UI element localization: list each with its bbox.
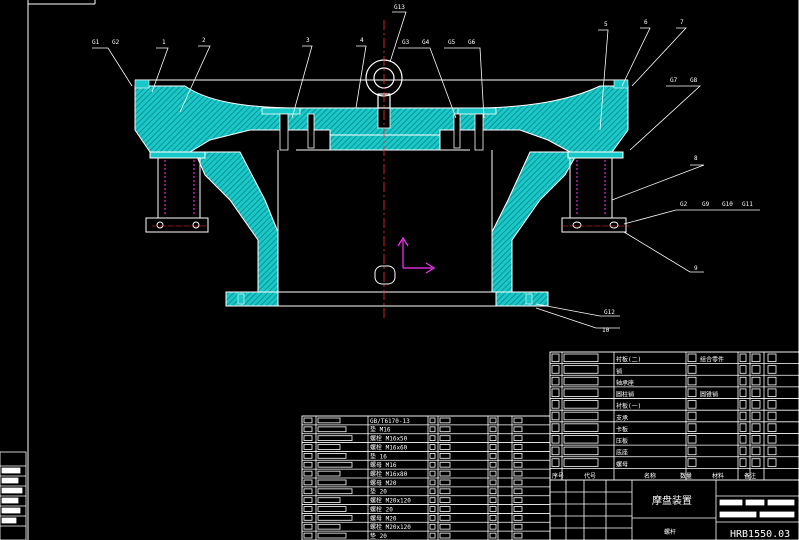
bom-left-row: 螺栓 20: [303, 505, 523, 513]
bom-right-row: 衬板(一): [551, 400, 777, 410]
left-support-arm: [194, 151, 279, 293]
center-cylinder: [277, 134, 493, 292]
bom-right-cell: 销: [616, 367, 622, 375]
bom-right-cell: 螺母: [616, 460, 628, 468]
bom-left-cell: 螺栓 M16x50: [370, 435, 408, 443]
drawing-title: 摩盘装置: [652, 494, 692, 507]
bom-left-cell: 垫 M16: [370, 426, 391, 434]
bom-right-cell: 卡板: [616, 425, 628, 433]
bom-left-row: 垫 20: [303, 532, 523, 540]
bom-right-row: 卡板: [551, 423, 777, 433]
callout-labels: G1 G2 1 2 3 4 G13 G3 G4 G5 G6 5 6 7 G7 G…: [92, 4, 753, 334]
bom-right-row: 轴承座: [551, 376, 777, 387]
bom-right-row: 支承: [551, 411, 777, 422]
bom-left-cell: 垫 20: [370, 532, 387, 540]
frame-assembly: [134, 20, 630, 318]
bom-left-row: 螺栓 M20x120: [303, 497, 523, 505]
bom-left-row: 垫 M16: [303, 426, 523, 434]
callout-g9: G9: [702, 201, 710, 208]
bom-right-row: 圆柱销 圆锥销: [551, 388, 777, 399]
bom-left-cell: 螺栓 M16x80: [370, 470, 408, 478]
bom-right-cell: 底座: [616, 449, 628, 457]
callout-2: 2: [202, 37, 206, 44]
callout-g4: G4: [422, 39, 430, 46]
bom-right-cell: 轴承座: [616, 379, 634, 387]
left-margin-strip: [0, 451, 27, 540]
bom-left-row: 螺栓 M16x60: [303, 443, 523, 451]
callout-5: 5: [604, 21, 608, 28]
bom-right-cell: 支承: [616, 414, 628, 422]
right-leg-assembly: [561, 151, 627, 233]
bom-right-cell: 衬板(一): [616, 402, 641, 410]
left-leg-assembly: [145, 151, 209, 233]
bom-right-row: 螺母: [551, 458, 777, 468]
callout-1: 1: [162, 39, 166, 46]
bom-right-row: 压板: [551, 435, 777, 445]
bom-left-cell: 螺母 M20: [370, 514, 397, 522]
bom-left-cell: 螺母 M16: [370, 461, 397, 469]
bom-left-cell: 螺栓 M16x60: [370, 443, 408, 451]
callout-g8: G8: [690, 77, 698, 84]
bom-left-row: 螺母 M16: [303, 461, 523, 469]
bom-right-material: 组合零件: [700, 356, 724, 364]
drawing-number: HRB1550.03: [730, 529, 790, 540]
bom-right-header: 数量: [680, 472, 692, 480]
callout-g2: G2: [112, 39, 120, 46]
callout-g7: G7: [670, 77, 678, 84]
bom-right-header: 序号: [552, 472, 564, 480]
drawing-subtitle: 螺杆: [664, 528, 676, 536]
callout-g6: G6: [468, 39, 476, 46]
bom-left-cell: 螺栓 20: [370, 505, 393, 513]
bom-left-row: 螺母 M20: [303, 479, 523, 487]
bom-left-row: 螺栓 M16x80: [303, 470, 523, 478]
bom-right-row: 衬板(二) 组合零件: [551, 353, 777, 364]
bom-left-row: 螺栓 M16x50: [303, 435, 523, 443]
callout-g5: G5: [448, 39, 456, 46]
ucs-axis-icon: [397, 236, 436, 274]
bom-left-row: GB/T6170-13: [303, 417, 523, 425]
callout-g1: G1: [92, 39, 100, 46]
title-block: [549, 479, 799, 540]
bom-right-header: 名称: [644, 472, 656, 480]
bom-right-header: 材料: [712, 472, 724, 480]
bom-right-header: 备注: [744, 472, 756, 480]
callout-10: 10: [602, 327, 610, 334]
callout-7: 7: [680, 19, 684, 26]
bom-left-cell: 螺母 M20: [370, 479, 397, 487]
callout-g12: G12: [604, 309, 615, 316]
bom-left-cell: GB/T6170-13: [370, 418, 410, 425]
bom-left-cell: 垫 16: [370, 452, 387, 460]
callout-9: 9: [694, 265, 698, 272]
bom-right-header: 代号: [584, 472, 596, 480]
drawing-frame: [27, 0, 799, 540]
bom-left-cell: 垫 20: [370, 488, 387, 496]
callout-3: 3: [306, 37, 310, 44]
bom-right-row: 底座: [551, 446, 777, 457]
callout-8: 8: [694, 155, 698, 162]
leader-lines: [92, 11, 760, 329]
callout-g3: G3: [402, 39, 410, 46]
callout-g11: G11: [742, 201, 753, 208]
callout-4: 4: [360, 37, 364, 44]
bom-left-cell: 螺栓 M20x120: [370, 523, 411, 531]
callout-g10: G10: [722, 201, 733, 208]
bom-right-cell: 圆柱销: [616, 391, 634, 399]
callout-g13: G13: [394, 4, 405, 11]
bom-right-row: 销: [551, 365, 777, 375]
bom-left-row: 垫 16: [303, 452, 523, 460]
plate-bolts: [261, 107, 497, 151]
bom-left-row: 垫 20: [303, 488, 523, 496]
bom-right-cell: 压板: [616, 437, 628, 445]
bom-right-cell: 衬板(二): [616, 356, 641, 364]
callout-g2-right: G2: [680, 201, 688, 208]
bom-right-material: 圆锥销: [700, 391, 718, 399]
right-support-arm: [491, 151, 579, 293]
callout-6: 6: [644, 19, 648, 26]
bom-left-row: 螺栓 M20x120: [303, 523, 523, 531]
bom-left-cell: 螺栓 M20x120: [370, 497, 411, 505]
bom-left-row: 螺母 M20: [303, 514, 523, 522]
